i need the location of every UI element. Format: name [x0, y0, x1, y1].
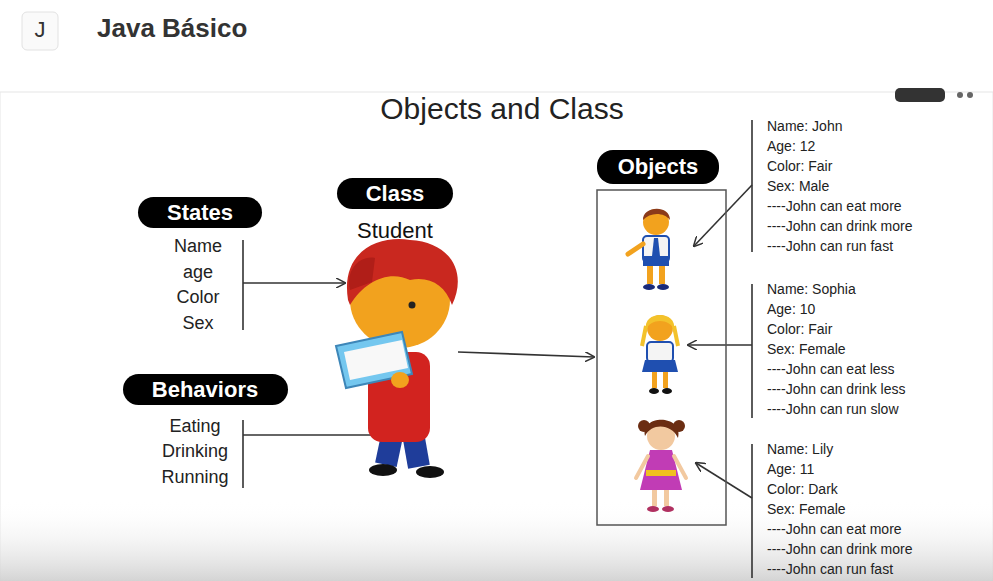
object-attribute: Sex: Female	[767, 341, 846, 357]
object-attribute: Age: 11	[767, 461, 814, 477]
pill-text: Objects	[618, 150, 699, 184]
object-attribute: Age: 10	[767, 301, 815, 317]
video-control	[957, 92, 963, 98]
pill-label: Behaviors	[123, 374, 288, 405]
object-behavior: ----John can run fast	[767, 561, 893, 577]
object-behavior: ----John can run slow	[767, 401, 899, 417]
object-attribute: Color: Fair	[767, 158, 832, 174]
object-attribute: Color: Dark	[767, 481, 838, 497]
object-behavior: ----John can eat more	[767, 198, 902, 214]
pill-node: Behaviors	[123, 374, 288, 405]
object-behavior: ----John can drink more	[767, 541, 913, 557]
bracket-arrows	[243, 120, 752, 578]
object-behavior: ----John can drink more	[767, 218, 913, 234]
slide	[0, 92, 993, 581]
state-item: Color	[176, 287, 219, 308]
pill-node: Class	[337, 178, 453, 209]
pill-label: Class	[337, 178, 453, 209]
state-item: age	[183, 262, 213, 283]
object-attribute: Age: 12	[767, 138, 815, 154]
pill-text: Class	[366, 178, 425, 209]
pill-label: States	[138, 197, 262, 228]
pill-node: Objects	[597, 150, 719, 184]
pill-text: Behaviors	[152, 374, 258, 405]
behavior-item: Running	[161, 467, 228, 488]
object-attribute: Color: Fair	[767, 321, 832, 337]
state-item: Name	[174, 236, 222, 257]
pill-text: States	[167, 197, 233, 228]
object-attribute: Name: Sophia	[767, 281, 856, 297]
slide-title: Objects and Class	[380, 92, 623, 127]
object-attribute: Name: John	[767, 118, 842, 134]
object-behavior: ----John can drink less	[767, 381, 906, 397]
object-attribute: Sex: Female	[767, 501, 846, 517]
object-behavior: ----John can eat more	[767, 521, 902, 537]
video-control	[895, 88, 945, 102]
objects-frame	[597, 190, 726, 525]
student-figure	[336, 239, 458, 478]
state-item: Sex	[182, 313, 213, 334]
pill-label: Objects	[597, 150, 719, 184]
behavior-item: Eating	[169, 416, 220, 437]
sophia-figure	[642, 315, 678, 394]
header-band	[0, 0, 993, 90]
object-attribute: Sex: Male	[767, 178, 829, 194]
pill-node: States	[138, 197, 262, 228]
page-title: Java Básico	[97, 14, 247, 44]
class-name: Student	[357, 218, 433, 243]
object-attribute: Name: Lily	[767, 441, 833, 457]
video-control	[967, 92, 973, 98]
page-icon	[22, 12, 58, 50]
object-behavior: ----John can run fast	[767, 238, 893, 254]
lily-figure	[636, 420, 686, 512]
john-figure	[628, 209, 670, 290]
slide-shadow	[0, 500, 993, 581]
behavior-item: Drinking	[162, 441, 228, 462]
page-icon-letter: J	[35, 17, 46, 42]
object-behavior: ----John can eat less	[767, 361, 895, 377]
